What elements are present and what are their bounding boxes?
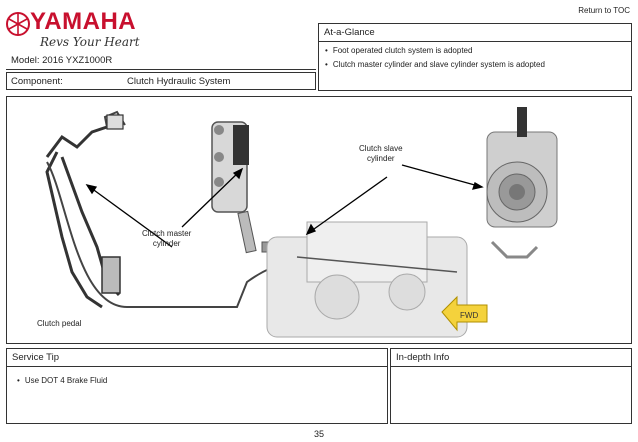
label-master-line1: Clutch master: [142, 229, 192, 238]
glance-item: Foot operated clutch system is adopted: [325, 46, 625, 55]
engine-drawing: [266, 221, 468, 338]
service-tip-panel: Service Tip Use DOT 4 Brake Fluid: [6, 348, 388, 424]
component-value: Clutch Hydraulic System: [127, 76, 231, 87]
service-tip-title: Service Tip: [7, 349, 387, 367]
yamaha-logo: [6, 12, 30, 36]
brand-name: YAMAHA: [30, 8, 137, 35]
page-number: 35: [313, 429, 324, 439]
clutch-master-cylinder-drawing: [211, 121, 273, 254]
label-clutch-pedal: Clutch pedal: [37, 319, 82, 328]
label-clutch-slave-cylinder: Clutch slave cylinder: [359, 144, 403, 164]
return-to-toc-link[interactable]: Return to TOC: [578, 6, 630, 15]
at-a-glance-panel: At-a-Glance Foot operated clutch system …: [318, 23, 632, 91]
brand-tagline: Revs Your Heart: [40, 35, 140, 49]
label-master-line2: cylinder: [152, 239, 181, 248]
component-label: Component:: [11, 76, 63, 87]
label-clutch-master-cylinder: Clutch master cylinder: [142, 229, 191, 249]
in-depth-info-panel: In-depth Info: [390, 348, 632, 424]
at-a-glance-title: At-a-Glance: [319, 24, 631, 42]
fwd-label: FWD: [460, 311, 478, 320]
label-slave-line2: cylinder: [367, 154, 395, 163]
glance-item: Clutch master cylinder and slave cylinde…: [325, 60, 625, 69]
clutch-pedal-drawing: [45, 125, 121, 309]
label-slave-line1: Clutch slave: [359, 144, 403, 153]
fwd-arrow-icon: FWD: [441, 295, 488, 332]
component-row: Component: Clutch Hydraulic System: [6, 72, 316, 90]
clutch-diagram-panel: FWD Clutch master cylinder Clutch slave …: [6, 96, 632, 344]
clutch-system-illustration: FWD: [45, 107, 558, 338]
service-tip-item: Use DOT 4 Brake Fluid: [17, 376, 377, 385]
model-label: Model: 2016 YXZ1000R: [6, 52, 316, 70]
in-depth-info-title: In-depth Info: [391, 349, 631, 367]
clutch-slave-cylinder-drawing: [486, 107, 558, 259]
